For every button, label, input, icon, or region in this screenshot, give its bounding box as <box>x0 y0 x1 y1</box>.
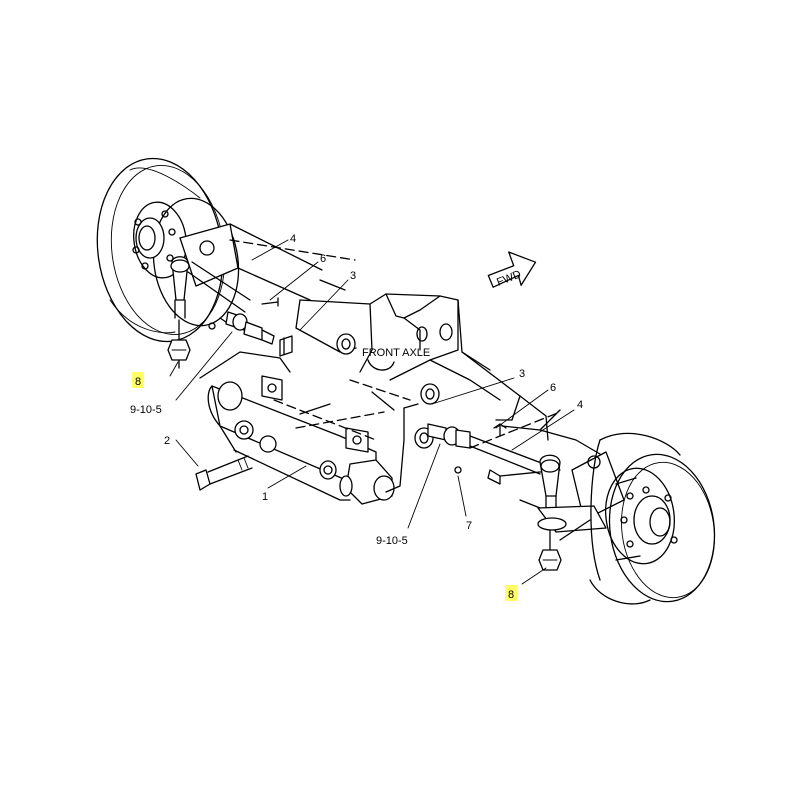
leader-lines <box>169 239 575 585</box>
pivot-frame <box>207 375 411 505</box>
callout-4-right: 4 <box>577 399 583 411</box>
callout-6-right: 6 <box>550 382 556 394</box>
right-wheel <box>589 432 716 605</box>
fwd-arrow: FWD <box>487 251 537 289</box>
callout-8-right: 8 <box>508 589 514 601</box>
callout-3-right: 3 <box>519 368 525 380</box>
callout-8-right-highlight <box>505 585 517 601</box>
callout-1: 1 <box>262 491 268 503</box>
left-bracket <box>279 335 293 357</box>
right-tie-rod <box>427 409 601 513</box>
callout-6-left: 6 <box>320 253 326 265</box>
callout-3-left: 3 <box>350 270 356 282</box>
left-link-lines <box>199 351 419 493</box>
right-castle-nut <box>538 529 562 571</box>
callout-2: 2 <box>164 435 170 447</box>
pivot-bolt <box>195 455 253 491</box>
front-axle-label: FRONT AXLE <box>362 347 430 359</box>
callout-labels: 4 6 3 8 9-10-5 2 1 3 6 4 9-10-5 7 8 <box>130 233 583 601</box>
callout-9-10-5-right: 9-10-5 <box>376 535 408 547</box>
left-castle-nut <box>167 319 191 369</box>
left-steering-knuckle <box>170 223 356 319</box>
left-tie-rod-end <box>208 297 279 345</box>
callout-4-left: 4 <box>290 233 296 245</box>
callout-7: 7 <box>466 520 472 532</box>
axle-housing <box>295 279 561 485</box>
callout-9-10-5-left: 9-10-5 <box>130 404 162 416</box>
callout-8-left: 8 <box>135 376 141 388</box>
right-steering-knuckle <box>519 451 625 541</box>
callout-8-left-highlight <box>132 372 144 388</box>
